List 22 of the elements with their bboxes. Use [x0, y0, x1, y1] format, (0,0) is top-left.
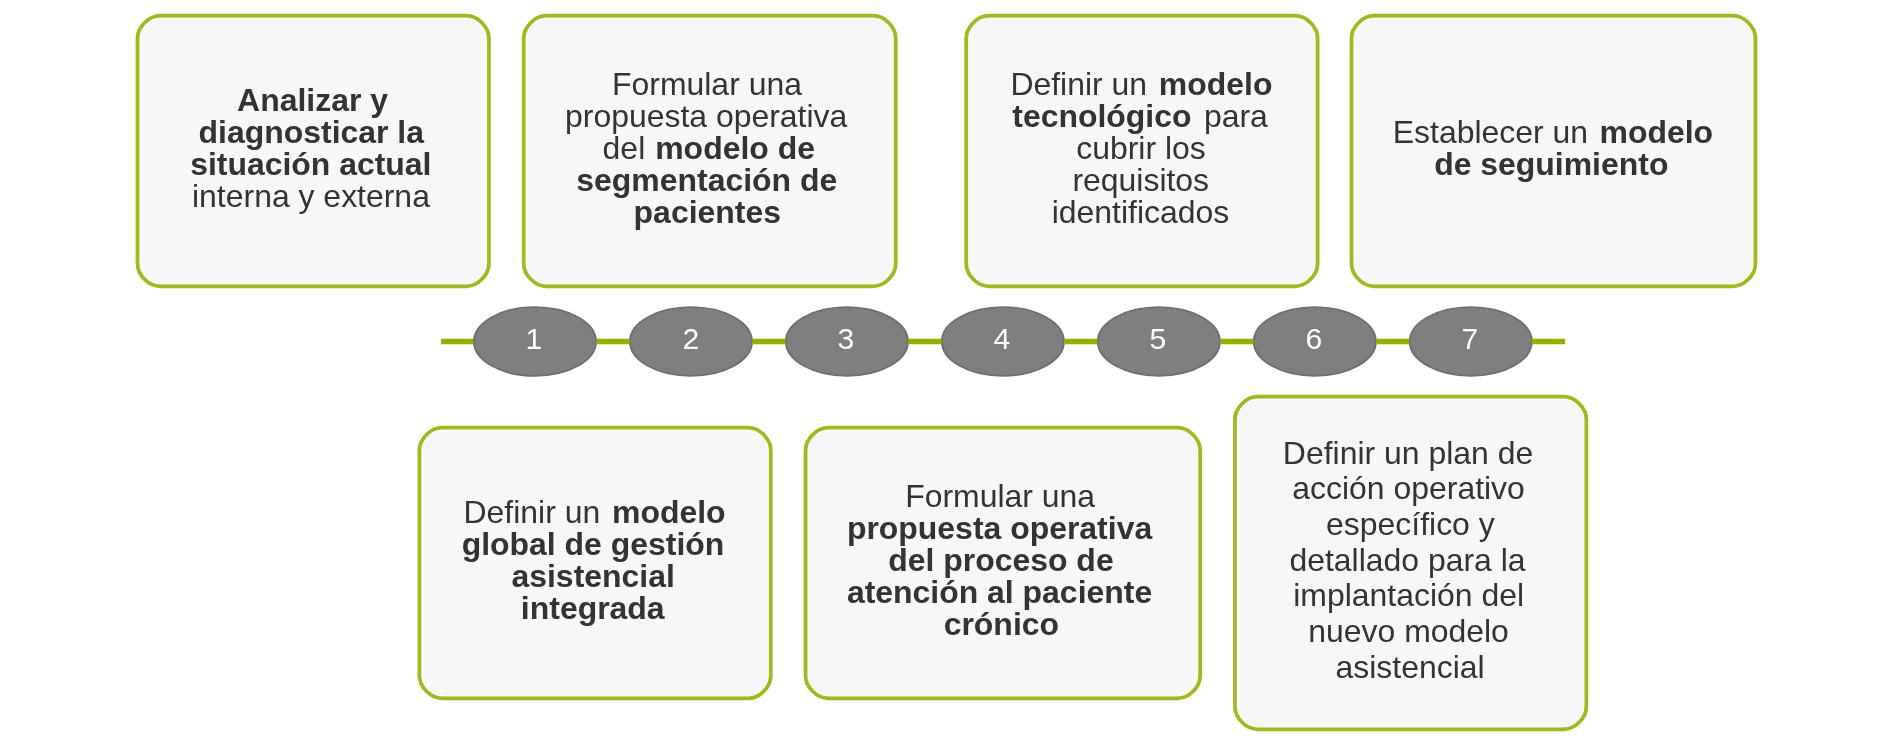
node-ellipse: 4 — [940, 306, 1065, 377]
node-ellipse: 7 — [1408, 306, 1533, 377]
node-box: Analizar y diagnosticar la situación actual interna y externa — [135, 13, 491, 289]
connector — [1220, 338, 1254, 345]
connector — [441, 338, 474, 345]
node-ellipse: 3 — [784, 306, 909, 377]
node-box: Establecer un modelo de seguimiento — [1349, 13, 1758, 289]
node-ellipse: 1 — [472, 306, 597, 377]
connector — [1376, 338, 1410, 345]
connector — [1531, 338, 1566, 345]
node-box: Definir un plan de acción operativo específico y detallado para la implantación del nuevo modelo asistencial — [1233, 394, 1589, 732]
node-box: Formular una propuesta operativa del modelo de segmentación de pacientes — [521, 13, 898, 289]
node-ellipse: 2 — [628, 306, 753, 377]
connector — [752, 338, 786, 345]
node-box: Definir un modelo tecnológico para cubrir los requisitos identificados — [964, 13, 1320, 289]
connector — [596, 338, 630, 345]
connector — [1064, 338, 1098, 345]
connector — [908, 338, 942, 345]
node-ellipse: 6 — [1252, 306, 1377, 377]
node-box: Formular una propuesta operativa del proceso de atención al paciente crónico — [803, 425, 1203, 701]
node-ellipse: 5 — [1096, 306, 1221, 377]
node-box: Definir un modelo global de gestión asistencial integrada — [417, 425, 773, 701]
